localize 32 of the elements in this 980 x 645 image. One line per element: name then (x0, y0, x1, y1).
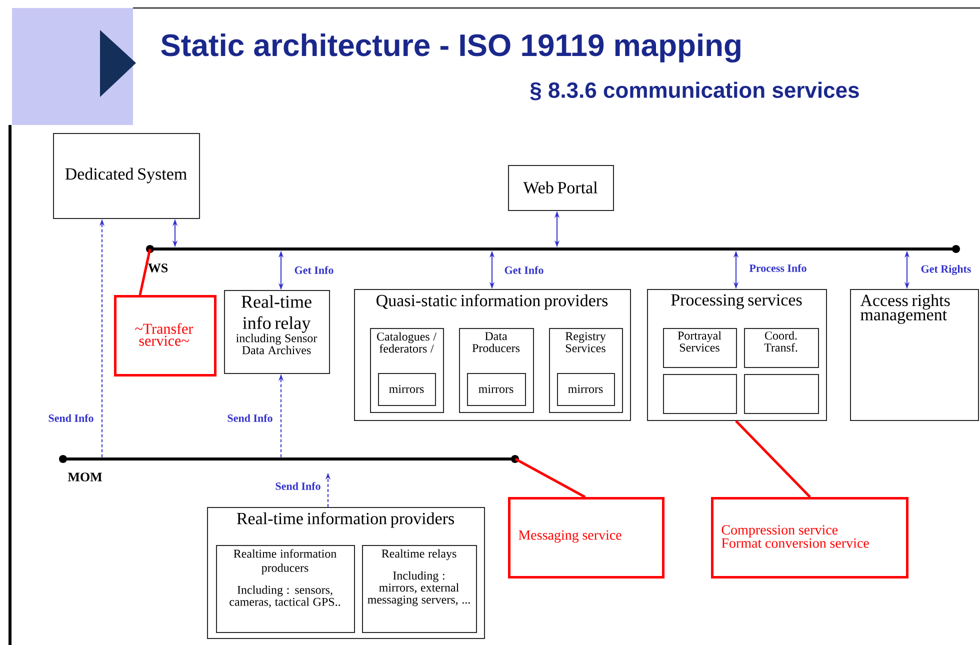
bus-label: WS (148, 264, 168, 272)
sub-box: mirrors (557, 373, 615, 406)
sub-box: mirrors (378, 373, 436, 406)
title: Static architecture - ISO 19119 mapping (161, 33, 740, 63)
bus-line (146, 245, 960, 253)
edge-label: Send Info (228, 414, 272, 422)
service-box: Real-time info relay including Sensor Data Archives (224, 290, 330, 374)
edge-label: Get Rights (921, 264, 971, 276)
leader-line (514, 458, 586, 498)
edge-label: Send Info (48, 414, 94, 422)
callout-box: ~Transfer service~ (114, 295, 216, 376)
edge-label: Get Info (294, 266, 334, 274)
empty-box (663, 374, 737, 414)
sub-box: Coord. Transf. (744, 328, 819, 368)
service-box: Access rights management (850, 289, 979, 421)
edge-label: Get Info (504, 266, 544, 274)
sub-box: mirrors (467, 373, 526, 406)
callout-box: Compression service Format conversion service (711, 497, 908, 578)
sub-box: Realtime relays Including : mirrors, external messaging servers, ... (362, 545, 477, 633)
system-box: Web Portal (508, 165, 614, 211)
system-box: Dedicated System (53, 133, 200, 219)
edge-label: Process Info (749, 264, 806, 272)
bus-line (59, 455, 519, 463)
callout-box: Messaging service (508, 497, 664, 578)
empty-box (744, 374, 819, 414)
leader-line (138, 248, 152, 296)
sub-box: Portrayal Services (663, 328, 737, 368)
sub-box: Realtime information producers Including : sensors, cameras, tactical GPS.. (216, 545, 355, 633)
subtitle: § 8.3.6 communication services (530, 82, 859, 100)
bus-label: MOM (68, 472, 102, 482)
edge-label: Send Info (276, 482, 320, 490)
leader-line (735, 420, 811, 498)
